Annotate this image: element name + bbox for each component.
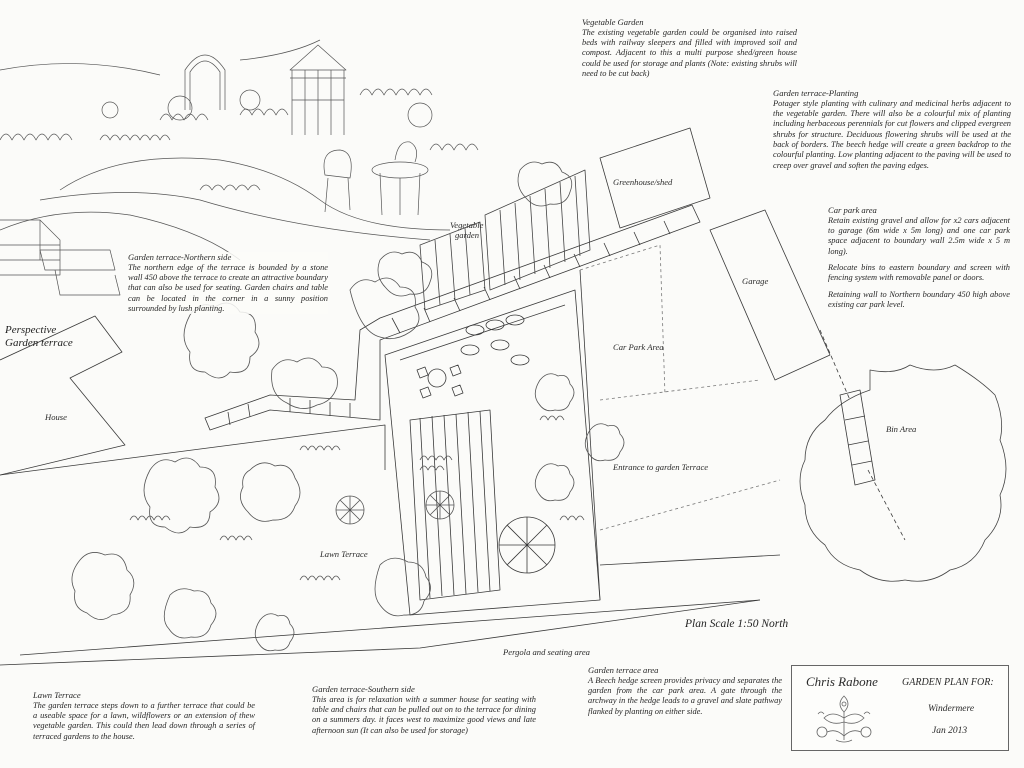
- bin-area: [799, 364, 1007, 582]
- note-southern-side: Garden terrace-Southern side This area i…: [312, 684, 536, 736]
- note-heading: Garden terrace area: [588, 665, 659, 675]
- note-heading: Car park area: [828, 205, 877, 215]
- note-body: The existing vegetable garden could be o…: [582, 27, 797, 78]
- site-name: Windermere: [928, 704, 975, 714]
- note-body: This area is for relaxation with a summe…: [312, 694, 536, 735]
- garden-plan-for: GARDEN PLAN FOR:: [902, 677, 994, 688]
- house-outline: [0, 315, 126, 476]
- note-heading: Garden terrace-Northern side: [128, 252, 232, 262]
- label-vegetable-garden: garden: [455, 230, 480, 240]
- boundary-wall: [204, 204, 701, 431]
- garage: [709, 209, 831, 381]
- note-lawn-terrace: Lawn Terrace The garden terrace steps do…: [33, 690, 255, 742]
- label-perspective-terrace: Garden terrace: [5, 337, 73, 349]
- title-block: Chris Rabone GARDEN PLAN FOR: Windermere…: [791, 665, 1009, 751]
- note-body: Relocate bins to eastern boundary and sc…: [828, 262, 1010, 283]
- note-heading: Lawn Terrace: [33, 690, 81, 700]
- label-entrance: Entrance to garden Terrace: [613, 462, 709, 472]
- designer-logo-icon: [816, 695, 872, 743]
- label-garage: Garage: [742, 276, 769, 286]
- note-heading: Vegetable Garden: [582, 17, 644, 27]
- note-terrace-planting: Garden terrace-Planting Potager style pl…: [773, 88, 1011, 171]
- note-body: Retain existing gravel and allow for x2 …: [828, 215, 1010, 256]
- note-body: The garden terrace steps down to a furth…: [33, 700, 255, 741]
- note-heading: Garden terrace-Planting: [773, 88, 859, 98]
- label-bin-area: Bin Area: [886, 424, 917, 434]
- plan-scale: Plan Scale 1:50 North: [685, 618, 789, 630]
- label-vegetable: Vegetable: [450, 220, 484, 230]
- car-park: [579, 244, 781, 531]
- label-perspective: Perspective: [5, 324, 57, 336]
- terrace-paving: [384, 289, 601, 616]
- greenhouse-shed: [599, 127, 711, 229]
- raised-beds: [419, 169, 591, 311]
- label-pergola: Pergola and seating area: [503, 647, 590, 657]
- planting-canopies: [71, 161, 625, 652]
- note-body: Potager style planting with culinary and…: [773, 98, 1011, 170]
- plan-date: Jan 2013: [932, 726, 968, 736]
- label-lawn-terrace: Lawn Terrace: [320, 549, 368, 559]
- designer-name: Chris Rabone: [806, 674, 878, 689]
- note-heading: Garden terrace-Southern side: [312, 684, 415, 694]
- note-car-park: Car park area Retain existing gravel and…: [828, 205, 1010, 316]
- label-house: House: [45, 412, 67, 422]
- note-body: Retaining wall to Northern boundary 450 …: [828, 289, 1010, 309]
- note-vegetable-garden: Vegetable Garden The existing vegetable …: [582, 17, 797, 79]
- note-body: The northern edge of the terrace is boun…: [128, 262, 328, 313]
- note-terrace-area: Garden terrace area A Beech hedge screen…: [588, 665, 782, 717]
- note-northern-side: Garden terrace-Northern side The norther…: [128, 252, 328, 315]
- note-body: A Beech hedge screen provides privacy an…: [588, 675, 782, 716]
- perspective-sketch: [0, 39, 479, 296]
- label-car-park-area: Car Park Area: [613, 342, 664, 352]
- label-greenhouse: Greenhouse/shed: [613, 177, 673, 187]
